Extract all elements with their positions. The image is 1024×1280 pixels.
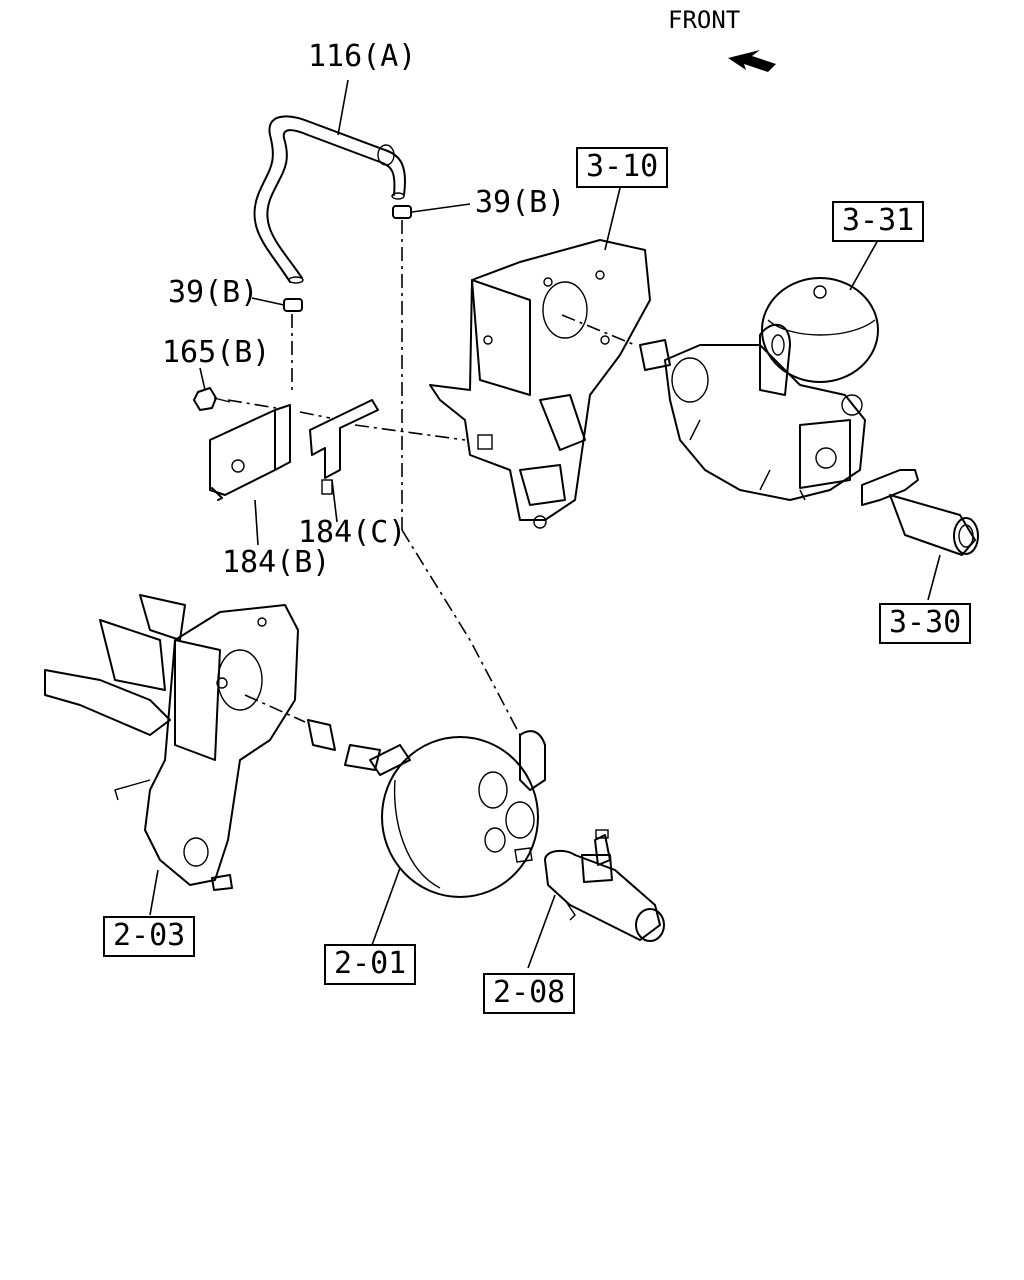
callout-39b-upper: 39(B)	[475, 185, 566, 220]
front-label: FRONT	[668, 6, 741, 34]
callout-184c: 184(C)	[298, 515, 407, 550]
vacuum-hose	[253, 115, 406, 284]
section-ref-2-03[interactable]: 2-03	[103, 916, 196, 957]
section-ref-3-30[interactable]: 3-30	[879, 603, 972, 644]
pedal-bracket-3-10	[429, 239, 651, 529]
bracket-184b	[209, 404, 291, 501]
front-arrow-icon	[728, 50, 776, 72]
callout-165b: 165(B)	[162, 335, 271, 370]
hydraulic-unit-3-31	[639, 277, 879, 501]
section-ref-2-01[interactable]: 2-01	[324, 944, 417, 985]
bolt-165b	[193, 387, 231, 411]
callout-39b-lower: 39(B)	[168, 275, 259, 310]
pedal-bracket-2-03	[44, 594, 299, 891]
hose-clip-upper	[392, 205, 412, 219]
fitting-3-30	[861, 469, 979, 556]
section-ref-3-10[interactable]: 3-10	[576, 147, 669, 188]
callout-184b: 184(B)	[222, 545, 331, 580]
master-cylinder-2-08	[544, 829, 665, 942]
brake-booster-2-01	[307, 719, 546, 898]
section-ref-2-08[interactable]: 2-08	[483, 973, 576, 1014]
hose-clip-lower	[283, 298, 303, 312]
bracket-184c	[309, 399, 379, 495]
section-ref-3-31[interactable]: 3-31	[832, 201, 925, 242]
callout-116a: 116(A)	[308, 39, 417, 74]
